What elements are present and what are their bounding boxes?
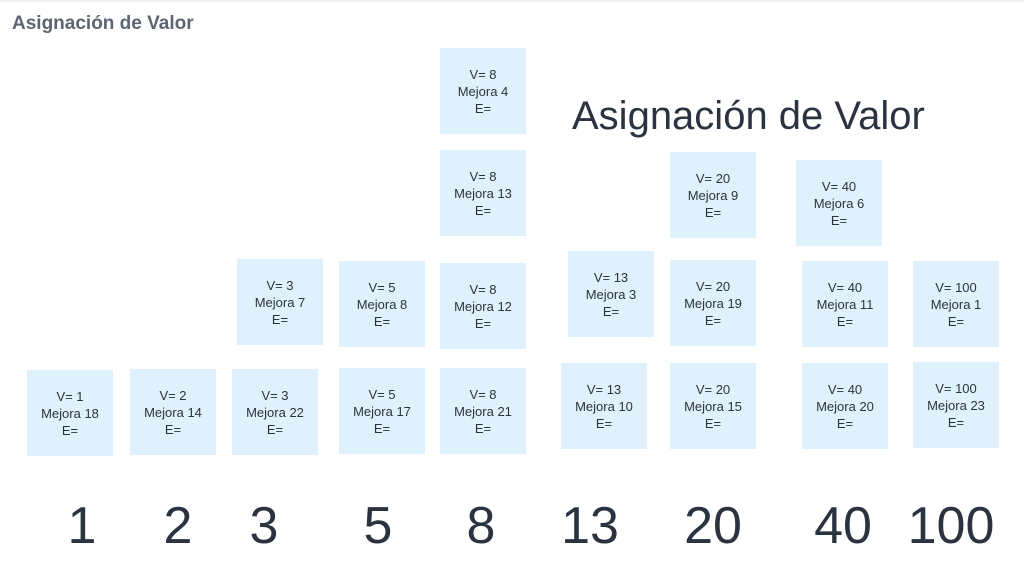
scale-value: 100 [907, 497, 995, 555]
note-line-e: E= [704, 415, 722, 431]
note-line-m: Mejora 15 [684, 398, 742, 414]
note-line-m: Mejora 7 [254, 294, 306, 310]
note-line-v: V= 13 [593, 269, 629, 285]
note-line-m: Mejora 20 [816, 398, 874, 414]
note-line-m: Mejora 8 [356, 296, 408, 312]
scale-value: 3 [249, 497, 279, 555]
note-line-m: Mejora 10 [575, 398, 633, 414]
top-divider [0, 0, 1024, 2]
note-line-e: E= [836, 415, 854, 431]
note-line-e: E= [61, 422, 79, 438]
note-line-v: V= 100 [935, 380, 977, 396]
note-line-v: V= 1 [56, 388, 84, 404]
scale-value: 8 [466, 497, 496, 555]
note-line-m: Mejora 11 [816, 296, 874, 312]
frame-title: Asignación de Valor [12, 13, 194, 34]
note-line-e: E= [266, 421, 284, 437]
scale-value: 5 [363, 497, 393, 555]
note-line-m: Mejora 1 [930, 296, 982, 312]
note-line-e: E= [474, 420, 492, 436]
note-line-v: V= 8 [469, 66, 497, 82]
note-line-v: V= 3 [261, 387, 289, 403]
note-line-v: V= 100 [935, 279, 977, 295]
note-line-m: Mejora 9 [687, 187, 739, 203]
scale-value: 40 [814, 497, 872, 555]
note-line-e: E= [704, 312, 722, 328]
scale-value: 20 [684, 497, 742, 555]
note-line-e: E= [373, 420, 391, 436]
note-line-e: E= [271, 311, 289, 327]
note-line-v: V= 8 [469, 281, 497, 297]
note-line-e: E= [704, 204, 722, 220]
note-line-e: E= [164, 421, 182, 437]
note-line-m: Mejora 6 [813, 195, 865, 211]
scale-value: 2 [163, 497, 193, 555]
note-line-v: V= 13 [586, 381, 622, 397]
note-line-v: V= 20 [695, 170, 731, 186]
note-line-e: E= [474, 202, 492, 218]
scale-value: 1 [67, 497, 97, 555]
note-line-m: Mejora 22 [246, 404, 304, 420]
note-line-m: Mejora 14 [144, 404, 202, 420]
note-line-e: E= [474, 100, 492, 116]
note-line-m: Mejora 19 [684, 295, 742, 311]
note-line-v: V= 2 [159, 387, 187, 403]
note-line-e: E= [836, 313, 854, 329]
note-line-e: E= [602, 303, 620, 319]
note-line-v: V= 3 [266, 277, 294, 293]
note-line-e: E= [947, 313, 965, 329]
board-title[interactable]: Asignación de Valor [572, 94, 925, 138]
note-line-m: Mejora 17 [353, 403, 411, 419]
note-line-e: E= [595, 415, 613, 431]
note-line-m: Mejora 13 [454, 185, 512, 201]
note-line-v: V= 8 [469, 386, 497, 402]
note-line-e: E= [830, 212, 848, 228]
note-line-e: E= [474, 315, 492, 331]
note-line-m: Mejora 3 [585, 286, 637, 302]
note-line-v: V= 20 [695, 278, 731, 294]
note-line-e: E= [373, 313, 391, 329]
note-line-v: V= 5 [368, 279, 396, 295]
note-line-v: V= 8 [469, 168, 497, 184]
note-line-m: Mejora 4 [457, 83, 509, 99]
note-line-m: Mejora 23 [927, 397, 985, 413]
note-line-v: V= 40 [821, 178, 857, 194]
note-line-v: V= 20 [695, 381, 731, 397]
note-line-v: V= 40 [827, 279, 863, 295]
note-line-v: V= 5 [368, 386, 396, 402]
note-line-m: Mejora 21 [454, 403, 512, 419]
note-line-v: V= 40 [827, 381, 863, 397]
note-line-m: Mejora 18 [41, 405, 99, 421]
note-line-e: E= [947, 414, 965, 430]
scale-value: 13 [561, 497, 619, 555]
note-line-m: Mejora 12 [454, 298, 512, 314]
